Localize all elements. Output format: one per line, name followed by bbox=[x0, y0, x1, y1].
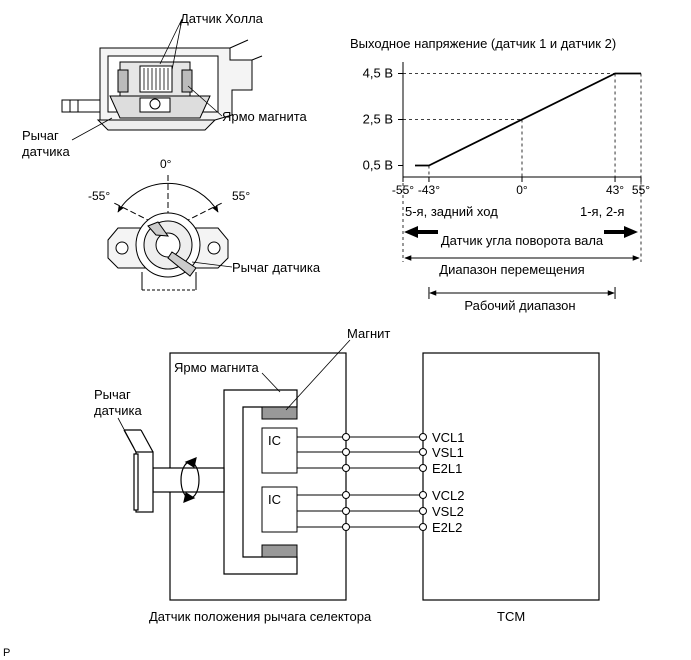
magnet-top bbox=[261, 406, 298, 420]
terminal-label-e2l2: E2L2 bbox=[432, 520, 462, 535]
leader-hall-sensor bbox=[159, 18, 183, 65]
chart-y-tick-label: 0,5 В bbox=[363, 158, 393, 173]
chart-x-tick-label: 55° bbox=[632, 183, 650, 197]
label-tcm: TCM bbox=[497, 609, 525, 624]
label-magnet-yoke-bottom: Ярмо магнита bbox=[174, 360, 260, 375]
terminal-label-vsl2: VSL2 bbox=[432, 504, 464, 519]
magnet-bottom bbox=[261, 544, 298, 558]
ic1-label: IC bbox=[268, 433, 281, 448]
sensor-connector-pin bbox=[342, 507, 350, 515]
chart-y-tick-label: 2,5 В bbox=[363, 112, 393, 127]
chart-annotation-left-range: 5-я, задний ход bbox=[405, 204, 498, 219]
label-magnet-yoke-top: Ярмо магнита bbox=[222, 109, 308, 124]
chart-series-line bbox=[415, 72, 641, 167]
leader-sensor-lever-bottom bbox=[117, 417, 135, 449]
chart-x-tick-label: -55° bbox=[392, 183, 414, 197]
tcm-connector-pin bbox=[419, 491, 427, 499]
corner-mark: P bbox=[3, 647, 10, 659]
bold-arrow-right bbox=[604, 226, 638, 238]
terminal-label-e2l1: E2L1 bbox=[432, 461, 462, 476]
bold-arrow-left bbox=[404, 226, 438, 238]
rotation-arrow-icon bbox=[180, 457, 200, 503]
tcm-box bbox=[422, 352, 600, 601]
leader-magnet bbox=[285, 339, 351, 411]
leader-sensor-lever-top bbox=[71, 117, 113, 141]
chart-x-ticks: -55° -43° 0° 43° 55° bbox=[392, 177, 650, 197]
sensor-connector-pin bbox=[342, 464, 350, 472]
chart-annotation-shaft-angle: Датчик угла поворота вала bbox=[441, 233, 604, 248]
working-range-row: Рабочий диапазон bbox=[428, 287, 616, 313]
chart-x-tick-label: 43° bbox=[606, 183, 624, 197]
label-hall-sensor: Датчик Холла bbox=[180, 11, 264, 26]
sensor-connector-pin bbox=[342, 448, 350, 456]
chart-guide-lines bbox=[402, 73, 642, 262]
output-voltage-chart: Выходное напряжение (датчик 1 и датчик 2… bbox=[350, 36, 650, 313]
sensor-connector-pin bbox=[342, 491, 350, 499]
label-angle-minus55: -55° bbox=[88, 189, 110, 203]
tcm-connector-pin bbox=[419, 523, 427, 531]
label-sensor-lever-top-1: Рычаг bbox=[22, 128, 59, 143]
label-sensor-lever-middle: Рычаг датчика bbox=[232, 260, 321, 275]
label-magnet: Магнит bbox=[347, 326, 390, 341]
sensor-connector-pin bbox=[342, 523, 350, 531]
leader-magnet-yoke-bottom bbox=[261, 372, 281, 393]
terminal-label-vcl2: VCL2 bbox=[432, 488, 465, 503]
tcm-connector-pin bbox=[419, 464, 427, 472]
label-sensor-box: Датчик положения рычага селектора bbox=[149, 609, 372, 624]
sensor-cross-section-illustration bbox=[61, 39, 263, 131]
terminal-label-vsl1: VSL1 bbox=[432, 445, 464, 460]
shaft-assembly bbox=[123, 429, 225, 513]
ic1-box bbox=[261, 427, 298, 474]
shaft-angle-arrow-row: Датчик угла поворота вала bbox=[404, 226, 638, 248]
chart-title: Выходное напряжение (датчик 1 и датчик 2… bbox=[350, 36, 616, 51]
ic2-label: IC bbox=[268, 492, 281, 507]
chart-y-tick-label: 4,5 В bbox=[363, 66, 393, 81]
label-angle-plus55: 55° bbox=[232, 189, 250, 203]
label-sensor-lever-bottom-2: датчика bbox=[94, 403, 142, 418]
leader-magnet-yoke-top bbox=[187, 85, 223, 117]
ic2-box bbox=[261, 486, 298, 533]
chart-y-ticks: 0,5 В 2,5 В 4,5 В bbox=[363, 66, 403, 173]
rotary-sensor-illustration bbox=[107, 175, 229, 291]
chart-annotation-travel-range: Диапазон перемещения bbox=[439, 262, 584, 277]
tcm-connector-pin bbox=[419, 507, 427, 515]
sensor-connector-pin bbox=[342, 433, 350, 441]
travel-range-row: Диапазон перемещения bbox=[404, 255, 640, 277]
magnet-yoke-shape bbox=[223, 389, 298, 575]
tcm-connector-pin bbox=[419, 448, 427, 456]
leader-hall-sensor-2 bbox=[171, 18, 183, 71]
label-sensor-lever-bottom-1: Рычаг bbox=[94, 387, 131, 402]
label-angle-zero: 0° bbox=[160, 157, 172, 171]
chart-annotation-working-range: Рабочий диапазон bbox=[464, 298, 575, 313]
terminal-label-vcl1: VCL1 bbox=[432, 430, 465, 445]
tcm-connector-pin bbox=[419, 433, 427, 441]
label-sensor-lever-top-2: датчика bbox=[22, 144, 70, 159]
leader-sensor-lever-middle bbox=[191, 261, 233, 268]
chart-annotation-right-range: 1-я, 2-я bbox=[580, 204, 624, 219]
chart-x-tick-label: -43° bbox=[418, 183, 440, 197]
chart-x-tick-label: 0° bbox=[516, 183, 528, 197]
